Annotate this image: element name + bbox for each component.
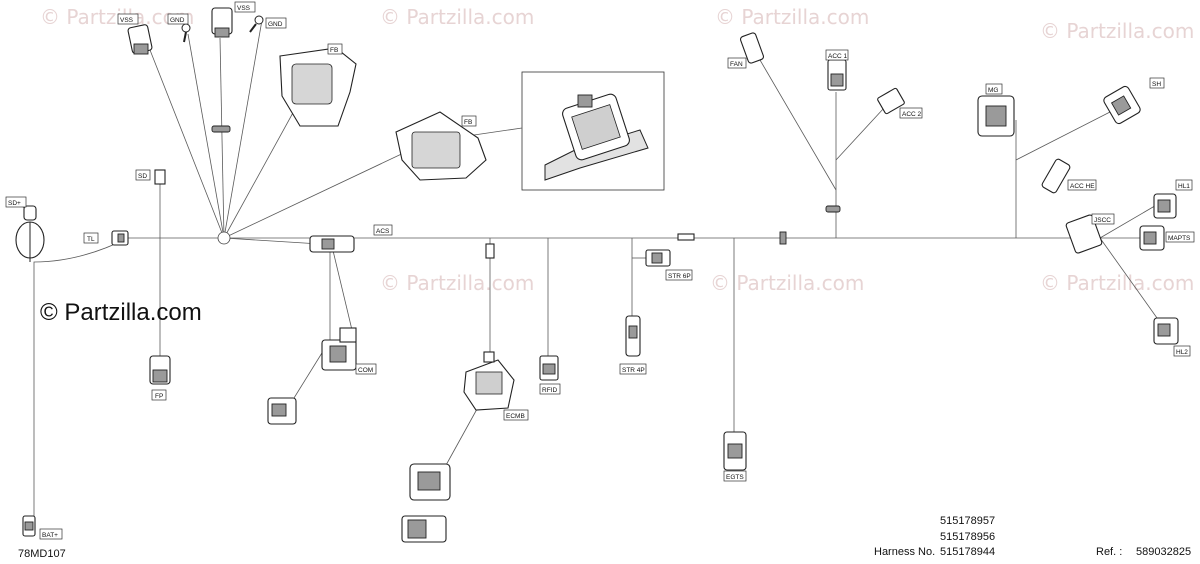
tag-str-4p: STR 4P xyxy=(622,367,645,374)
watermarks: © Partzilla.com © Partzilla.com © Partzi… xyxy=(40,5,1194,295)
tag-fp: FP xyxy=(155,393,163,400)
tag-hl2: HL2 xyxy=(1176,349,1188,356)
ref-number: 589032825 xyxy=(1136,546,1191,558)
tag-rfid: RFID xyxy=(542,387,557,394)
tag-str-6p: STR 6P xyxy=(668,273,691,280)
connectors xyxy=(15,7,1179,543)
watermark: © Partzilla.com xyxy=(380,5,534,29)
part-number-1: 515178957 xyxy=(940,515,995,527)
tag-gnd-right: GND xyxy=(268,21,283,28)
tag-vss-left: VSS xyxy=(120,17,134,24)
tag-fb-mid: FB xyxy=(464,119,472,126)
watermark: © Partzilla.com xyxy=(710,271,864,295)
tag-fan: FAN xyxy=(730,61,743,68)
tag-tl: TL xyxy=(87,236,95,243)
watermark: © Partzilla.com xyxy=(715,5,869,29)
tag-ecmb: ECMB xyxy=(506,413,525,420)
watermark: © Partzilla.com xyxy=(1040,271,1194,295)
footer: 78MD107 515178957 515178956 Harness No. … xyxy=(18,515,1191,560)
tag-vss-right: VSS xyxy=(237,5,251,12)
tag-mapts: MAPTS xyxy=(1168,235,1191,242)
inset-detail xyxy=(473,71,665,191)
tag-com: COM xyxy=(358,367,373,374)
tag-acc-he: ACC HE xyxy=(1070,183,1095,190)
tag-bat-plus: BAT+ xyxy=(42,532,58,539)
tag-acc1: ACC 1 xyxy=(828,53,848,60)
tag-fb-top: FB xyxy=(330,47,338,54)
tag-hl1: HL1 xyxy=(1178,183,1190,190)
ref-label: Ref. : xyxy=(1096,546,1122,558)
drawing-code: 78MD107 xyxy=(18,548,66,560)
tag-gnd-left: GND xyxy=(170,17,185,24)
watermark: © Partzilla.com xyxy=(1040,19,1194,43)
part-number-2: 515178956 xyxy=(940,531,995,543)
tag-sd: SD xyxy=(138,173,147,180)
tag-acc2: ACC 2 xyxy=(902,111,922,118)
tag-egts: EGTS xyxy=(726,474,744,481)
watermark: © Partzilla.com xyxy=(380,271,534,295)
tag-jscc: JSCC xyxy=(1094,217,1111,224)
harness-wires xyxy=(17,19,1166,516)
brand-watermark-main: © Partzilla.com xyxy=(40,299,202,326)
tag-acs: ACS xyxy=(376,228,390,235)
connector-tags: VSS GND VSS GND FB FB SD SD+ TL ACS FP C… xyxy=(5,1,1195,540)
harness-junction xyxy=(217,231,231,245)
tag-sh: SH xyxy=(1152,81,1161,88)
harness-label: Harness No. xyxy=(874,546,935,558)
part-number-3: 515178944 xyxy=(940,546,995,558)
tag-sd-plus: SD+ xyxy=(8,200,21,207)
tag-mg: MG xyxy=(988,87,998,94)
